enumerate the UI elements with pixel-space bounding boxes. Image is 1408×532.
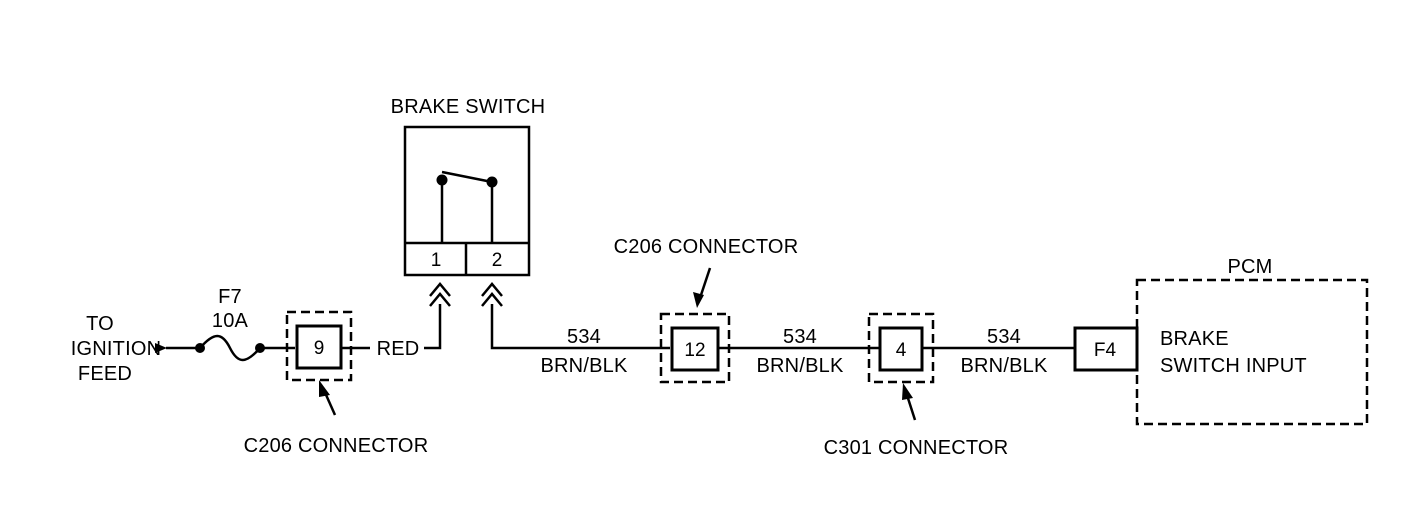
- brake-switch-title: BRAKE SWITCH: [391, 96, 546, 118]
- c301-pin4-number: 4: [896, 340, 907, 361]
- wire2-color: BRN/BLK: [757, 355, 844, 377]
- switch-contact-arm: [441, 170, 493, 184]
- red-wire-label: RED: [377, 338, 420, 360]
- pcm-pin-f4-box: [1073, 326, 1139, 372]
- pin2-terminal-symbol: [481, 282, 503, 307]
- pin1-terminal-symbol: [429, 282, 451, 307]
- fuse-f7: F7 10A: [195, 286, 295, 362]
- c206-pointer-arrowhead: [319, 380, 330, 397]
- brake-switch-pin2: 2: [492, 250, 503, 271]
- c206-connector-housing: [285, 310, 353, 382]
- wire-534-segment-1: 534 BRN/BLK: [490, 304, 670, 377]
- brake-switch-pin1: 1: [431, 250, 442, 271]
- c301-pointer-arrowhead: [902, 383, 913, 400]
- c206-pin12-box: [670, 326, 720, 372]
- wire2-circuit: 534: [783, 326, 817, 348]
- fuse-symbol: [199, 334, 261, 362]
- ignition-feed-label-line3: FEED: [78, 363, 132, 385]
- c206-top-pointer-line: [698, 267, 712, 299]
- pcm-pin-f4: F4: [1094, 340, 1117, 361]
- c206-pin12-number: 12: [684, 340, 705, 361]
- fuse-rating: 10A: [212, 310, 249, 332]
- pcm-title: PCM: [1227, 256, 1272, 278]
- pcm-housing: [1135, 278, 1369, 426]
- red-wire: RED: [341, 304, 442, 360]
- brake-switch: BRAKE SWITCH 1 2: [391, 96, 546, 307]
- pcm-input-line2: SWITCH INPUT: [1160, 355, 1307, 377]
- wire3-color: BRN/BLK: [961, 355, 1048, 377]
- wire-534-segment-2: 534 BRN/BLK: [718, 326, 880, 377]
- ignition-feed-label-line2: IGNITION: [71, 338, 162, 360]
- wire-534-segment-3: 534 BRN/BLK: [922, 326, 1075, 377]
- c206-connector-pin12: C206 CONNECTOR 12: [614, 236, 799, 384]
- c301-pin4-box: [878, 326, 924, 372]
- ignition-feed: TO IGNITION FEED: [71, 313, 200, 385]
- c301-connector-pin4: 4 C301 CONNECTOR: [824, 312, 1009, 459]
- c206-top-pointer-arrowhead: [693, 292, 704, 308]
- c206-connector-label: C206 CONNECTOR: [244, 435, 429, 457]
- c206-top-connector-label: C206 CONNECTOR: [614, 236, 799, 258]
- wire1-circuit: 534: [567, 326, 601, 348]
- fuse-name: F7: [218, 286, 242, 308]
- c206-pin9-number: 9: [314, 338, 325, 359]
- pcm-input-line1: BRAKE: [1160, 328, 1229, 350]
- c301-connector-label: C301 CONNECTOR: [824, 437, 1009, 459]
- ignition-feed-label-line1: TO: [86, 313, 114, 335]
- pcm-module: PCM F4 BRAKE SWITCH INPUT: [1073, 256, 1369, 426]
- c206-connector-pin9: 9 C206 CONNECTOR: [244, 310, 429, 457]
- switch-contact-left: [436, 174, 448, 186]
- wire3-circuit: 534: [987, 326, 1021, 348]
- wire1-color: BRN/BLK: [541, 355, 628, 377]
